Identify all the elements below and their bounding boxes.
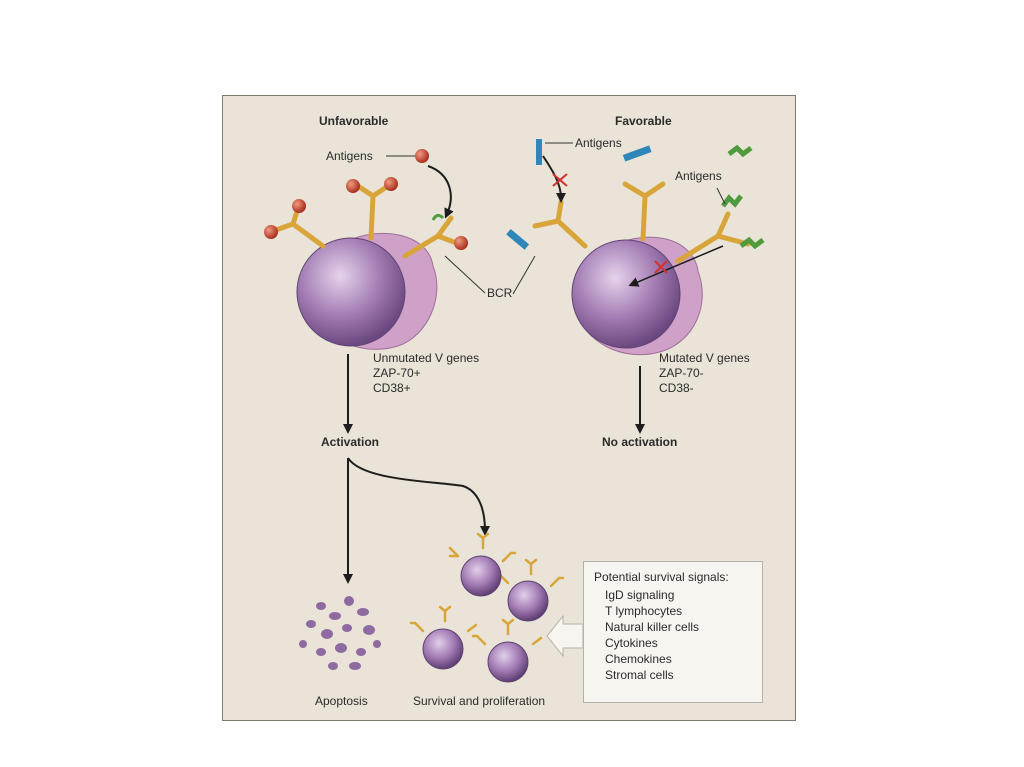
apoptosis-label: Apoptosis [315,694,368,708]
survival-label: Survival and proliferation [413,694,546,708]
right-antigens-pointer-2 [716,187,726,205]
inhibition-mark-1 [552,173,568,187]
signals-title: Potential survival signals: [594,570,729,584]
signal-item: Stromal cells [605,668,674,682]
signal-item: IgD signaling [605,588,675,602]
right-markers: Mutated V genes ZAP-70- CD38- [659,351,750,395]
apoptotic-fragments [299,596,381,670]
diagram-graphics [264,139,765,683]
figure-panel: Unfavorable Favorable Antigens Antigens … [222,95,796,721]
right-b-cell [571,236,703,356]
bcr-pointers [444,255,536,295]
left-b-cell [296,233,438,350]
proliferating-cells [409,532,565,683]
no-activation-label: No activation [602,435,678,449]
survival-signals-box: Potential survival signals: IgD signalin… [583,561,763,703]
bcr-label: BCR [487,286,513,300]
activation-label: Activation [321,435,380,449]
favorable-heading: Favorable [615,114,672,128]
right-antigens-label-2: Antigens [675,169,722,183]
left-markers: Unmutated V genes ZAP-70+ CD38+ [373,351,480,395]
signal-item: Natural killer cells [605,620,700,634]
unfavorable-heading: Unfavorable [319,114,389,128]
antigen-binding-arrow [427,165,454,219]
right-receptors [532,181,751,264]
blocked-binding-arrow [542,155,566,203]
signal-arrow [628,245,724,287]
survival-arrow [347,457,490,536]
signal-item: Cytokines [605,636,658,650]
right-antigens [506,139,765,250]
right-antigens-label-1: Antigens [575,136,622,150]
signals-pointer-arrow [546,614,584,658]
signal-item: Chemokines [605,652,672,666]
signals-list: IgD signaling T lymphocytes Natural kill… [605,587,699,683]
left-antigens [264,149,468,250]
signal-item: T lymphocytes [605,604,683,618]
inhibition-mark-2 [654,260,668,274]
left-antigens-label: Antigens [326,149,373,163]
